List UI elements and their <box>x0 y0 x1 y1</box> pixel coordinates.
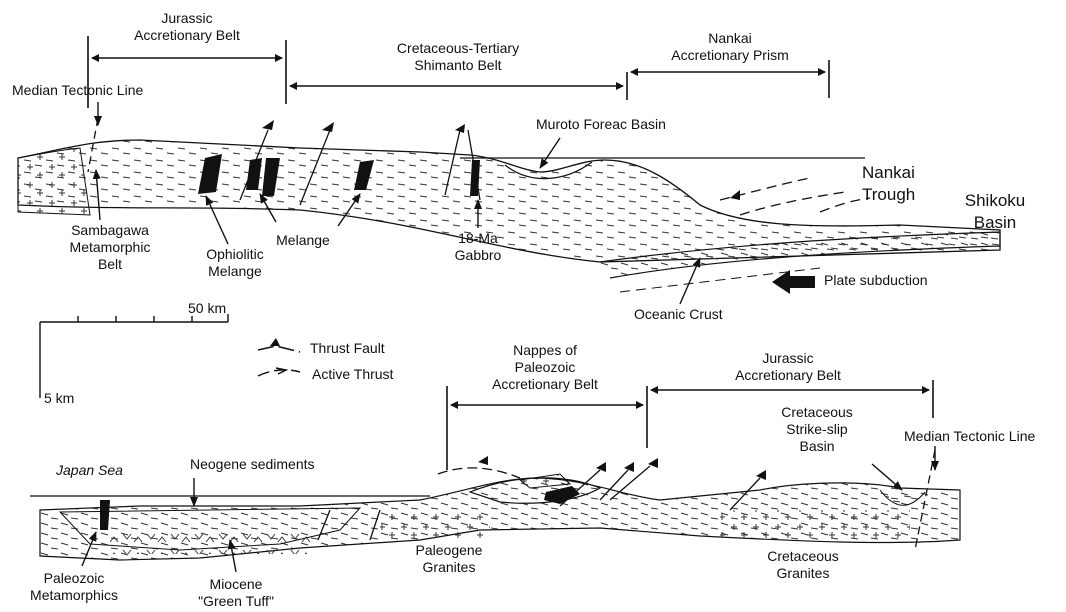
green-tuff-line: Miocene <box>196 576 276 593</box>
paleozoic-metamorphics-line: Metamorphics <box>26 587 122 604</box>
sambagawa-label: Sambagawa Metamorphic Belt <box>62 222 158 273</box>
strike-slip-line: Cretaceous <box>774 404 860 421</box>
legend-thrust-fault-label: Thrust Fault <box>310 340 410 357</box>
belt-label-line: Accretionary Prism <box>668 47 792 64</box>
median-tectonic-line-label-lower: Median Tectonic Line <box>904 428 1064 445</box>
scale-horizontal-label: 50 km <box>188 300 248 317</box>
shikoku-basin-line: Shikoku <box>950 190 1040 212</box>
legend-symbols <box>258 338 300 376</box>
gabbro-line: 18-Ma <box>446 230 510 247</box>
shikoku-basin-label: Shikoku Basin <box>950 190 1040 234</box>
melange-label: Melange <box>268 232 338 249</box>
sambagawa-line: Metamorphic <box>62 239 158 256</box>
belt-label-nankai-prism: Nankai Accretionary Prism <box>668 30 792 64</box>
thrust-fault-symbol <box>258 346 300 352</box>
belt-label-paleozoic-nappes: Nappes of Paleozoic Accretionary Belt <box>470 342 620 393</box>
plate-subduction-arrow <box>772 270 815 294</box>
strike-slip-basin-label: Cretaceous Strike-slip Basin <box>774 404 860 455</box>
ophiolitic-melange-line: Ophiolitic <box>190 246 280 263</box>
nankai-trough-line: Nankai <box>862 162 942 184</box>
neogene-sediments-label: Neogene sediments <box>190 456 340 473</box>
muroto-basin-label: Muroto Foreac Basin <box>536 116 686 133</box>
green-tuff-line: "Green Tuff" <box>196 593 276 610</box>
belt-label-line: Accretionary Belt <box>132 27 242 44</box>
gabbro-label: 18-Ma Gabbro <box>446 230 510 264</box>
belt-label-line: Nappes of <box>470 342 620 359</box>
cretaceous-granites-line: Granites <box>758 565 848 582</box>
shikoku-basin-line: Basin <box>950 212 1040 234</box>
belt-label-line: Accretionary Belt <box>470 376 620 393</box>
sambagawa-line: Sambagawa <box>62 222 158 239</box>
belt-label-line: Cretaceous-Tertiary <box>380 40 536 57</box>
paleogene-granites-label: Paleogene Granites <box>404 542 494 576</box>
belt-label-line: Paleozoic <box>470 359 620 376</box>
belt-label-line: Jurassic <box>718 350 858 367</box>
strike-slip-line: Strike-slip <box>774 421 860 438</box>
belt-label-jurassic-lower: Jurassic Accretionary Belt <box>718 350 858 384</box>
gabbro-line: Gabbro <box>446 247 510 264</box>
paleogene-granites-line: Paleogene <box>404 542 494 559</box>
cretaceous-granite-area <box>720 510 910 540</box>
paleozoic-metamorphics-line: Paleozoic <box>26 570 122 587</box>
upper-cross-section <box>18 118 1000 292</box>
green-tuff-area <box>110 532 310 554</box>
belt-label-line: Accretionary Belt <box>718 367 858 384</box>
scale-bar <box>40 314 228 398</box>
sambagawa-line: Belt <box>62 256 158 273</box>
oceanic-crust-label: Oceanic Crust <box>634 306 744 323</box>
japan-sea-label: Japan Sea <box>56 462 136 479</box>
green-tuff-label: Miocene "Green Tuff" <box>196 576 276 610</box>
paleozoic-metamorphics-label: Paleozoic Metamorphics <box>26 570 122 604</box>
nankai-trough-line: Trough <box>862 184 942 206</box>
paleogene-granite-area <box>380 512 490 542</box>
median-tectonic-line-label-upper: Median Tectonic Line <box>12 82 182 99</box>
legend-active-thrust-label: Active Thrust <box>312 366 412 383</box>
belt-label-line: Nankai <box>668 30 792 47</box>
nankai-trough-label: Nankai Trough <box>862 162 942 206</box>
ophiolitic-melange-line: Melange <box>190 263 280 280</box>
strike-slip-line: Basin <box>774 438 860 455</box>
plate-subduction-label: Plate subduction <box>824 272 954 289</box>
cretaceous-granites-label: Cretaceous Granites <box>758 548 848 582</box>
cretaceous-granites-line: Cretaceous <box>758 548 848 565</box>
belt-dimension-bars-lower <box>447 380 933 470</box>
belt-label-line: Shimanto Belt <box>380 57 536 74</box>
paleogene-granites-line: Granites <box>404 559 494 576</box>
ophiolitic-melange-label: Ophiolitic Melange <box>190 246 280 280</box>
left-crystalline-block <box>18 148 90 215</box>
scale-vertical-label: 5 km <box>44 390 94 407</box>
lower-cross-section <box>30 450 960 560</box>
belt-label-jurassic-upper: Jurassic Accretionary Belt <box>132 10 242 44</box>
belt-label-line: Jurassic <box>132 10 242 27</box>
belt-label-shimanto: Cretaceous-Tertiary Shimanto Belt <box>380 40 536 74</box>
